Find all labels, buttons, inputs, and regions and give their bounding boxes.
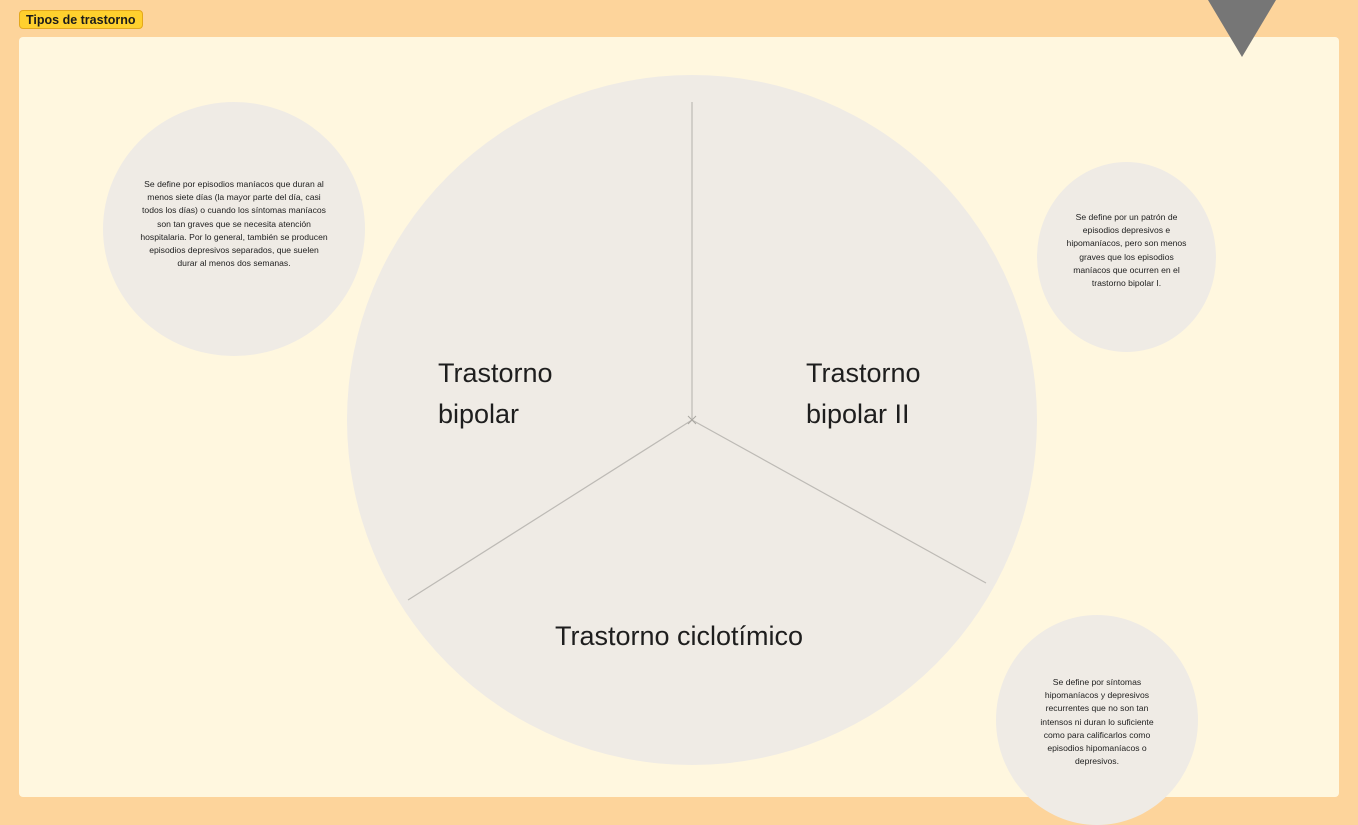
- description-text-bipolar-i: Se define por episodios maníacos que dur…: [140, 179, 328, 269]
- pointer-shape: [1208, 0, 1276, 57]
- frame-label[interactable]: Tipos de trastorno: [19, 10, 143, 29]
- sector-label-ciclotimico[interactable]: Trastorno ciclotímico: [555, 616, 803, 657]
- triangle-pointer-icon[interactable]: [1208, 0, 1276, 58]
- sector-label-bipolar-ii[interactable]: Trastorno bipolar II: [806, 353, 921, 435]
- divider-right: [691, 419, 987, 584]
- center-marker: [687, 415, 697, 425]
- sector-label-line: Trastorno: [806, 358, 921, 388]
- sector-label-bipolar-i[interactable]: Trastorno bipolar: [438, 353, 553, 435]
- disorder-types-diagram: [347, 75, 1037, 765]
- description-text-bipolar-ii: Se define por un patrón de episodios dep…: [1066, 212, 1187, 289]
- sector-label-line: bipolar: [438, 399, 520, 429]
- sector-label-line: Trastorno ciclotímico: [555, 621, 804, 651]
- description-text-ciclotimico: Se define por síntomas hipomaníacos y de…: [1040, 677, 1154, 767]
- description-bubble-bipolar-i[interactable]: [103, 102, 365, 356]
- sector-label-line: bipolar II: [806, 399, 910, 429]
- description-bubble-bipolar-ii[interactable]: [1037, 162, 1216, 352]
- divider-left: [407, 419, 693, 601]
- sector-label-line: Trastorno: [438, 358, 553, 388]
